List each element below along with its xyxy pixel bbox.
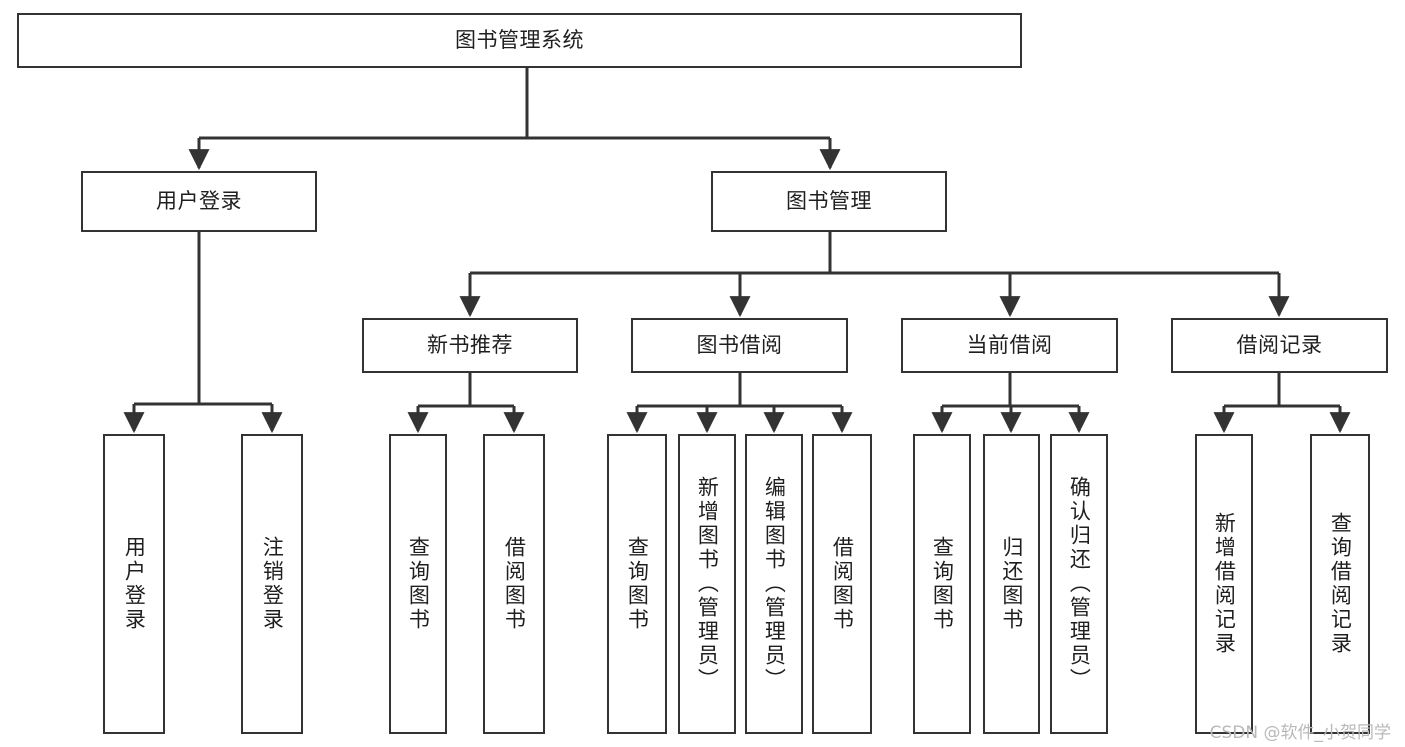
node-leaf-confirm-return-admin[interactable]: 确认归还（管理员） [1050,434,1108,734]
node-leaf-query-book-recommend-label: 查询图书 [406,536,431,632]
node-root[interactable]: 图书管理系统 [17,13,1022,68]
node-leaf-query-book-borrow-label: 查询图书 [625,536,650,632]
node-root-label: 图书管理系统 [455,28,584,53]
node-leaf-borrow-book-recommend-label: 借阅图书 [502,536,527,632]
node-leaf-return-book[interactable]: 归还图书 [983,434,1040,734]
node-leaf-confirm-return-admin-label: 确认归还（管理员） [1067,476,1092,692]
node-borrow-record[interactable]: 借阅记录 [1171,318,1388,373]
node-new-book-recommend[interactable]: 新书推荐 [362,318,578,373]
node-book-management-label: 图书管理 [786,189,872,214]
node-leaf-borrow-book[interactable]: 借阅图书 [812,434,872,734]
node-leaf-query-book-current[interactable]: 查询图书 [913,434,971,734]
node-current-borrow[interactable]: 当前借阅 [901,318,1118,373]
node-leaf-query-book-borrow[interactable]: 查询图书 [607,434,667,734]
node-leaf-edit-book-admin[interactable]: 编辑图书（管理员） [745,434,803,734]
node-leaf-edit-book-admin-label: 编辑图书（管理员） [762,476,787,692]
node-book-borrow-label: 图书借阅 [696,333,783,358]
node-leaf-query-borrow-record[interactable]: 查询借阅记录 [1310,434,1370,734]
node-leaf-user-login[interactable]: 用户登录 [103,434,165,734]
node-leaf-query-book-current-label: 查询图书 [930,536,955,632]
node-leaf-user-login-label: 用户登录 [122,536,147,632]
node-user-login-label: 用户登录 [156,189,242,214]
node-leaf-add-book-admin[interactable]: 新增图书（管理员） [678,434,736,734]
node-book-management[interactable]: 图书管理 [711,171,947,232]
node-borrow-record-label: 借阅记录 [1236,333,1323,358]
node-leaf-logout-login-label: 注销登录 [260,536,285,632]
node-leaf-borrow-book-label: 借阅图书 [830,536,855,632]
node-leaf-borrow-book-recommend[interactable]: 借阅图书 [483,434,545,734]
node-leaf-query-borrow-record-label: 查询借阅记录 [1328,512,1353,656]
node-leaf-logout-login[interactable]: 注销登录 [241,434,303,734]
node-leaf-add-borrow-record[interactable]: 新增借阅记录 [1195,434,1253,734]
node-leaf-add-borrow-record-label: 新增借阅记录 [1212,512,1237,656]
csdn-watermark: CSDN @软件_小贺同学 [1209,723,1391,743]
node-user-login[interactable]: 用户登录 [81,171,317,232]
node-leaf-add-book-admin-label: 新增图书（管理员） [695,476,720,692]
node-new-book-recommend-label: 新书推荐 [427,333,513,358]
node-leaf-query-book-recommend[interactable]: 查询图书 [389,434,447,734]
node-book-borrow[interactable]: 图书借阅 [631,318,848,373]
node-current-borrow-label: 当前借阅 [966,333,1053,358]
node-leaf-return-book-label: 归还图书 [999,536,1024,632]
